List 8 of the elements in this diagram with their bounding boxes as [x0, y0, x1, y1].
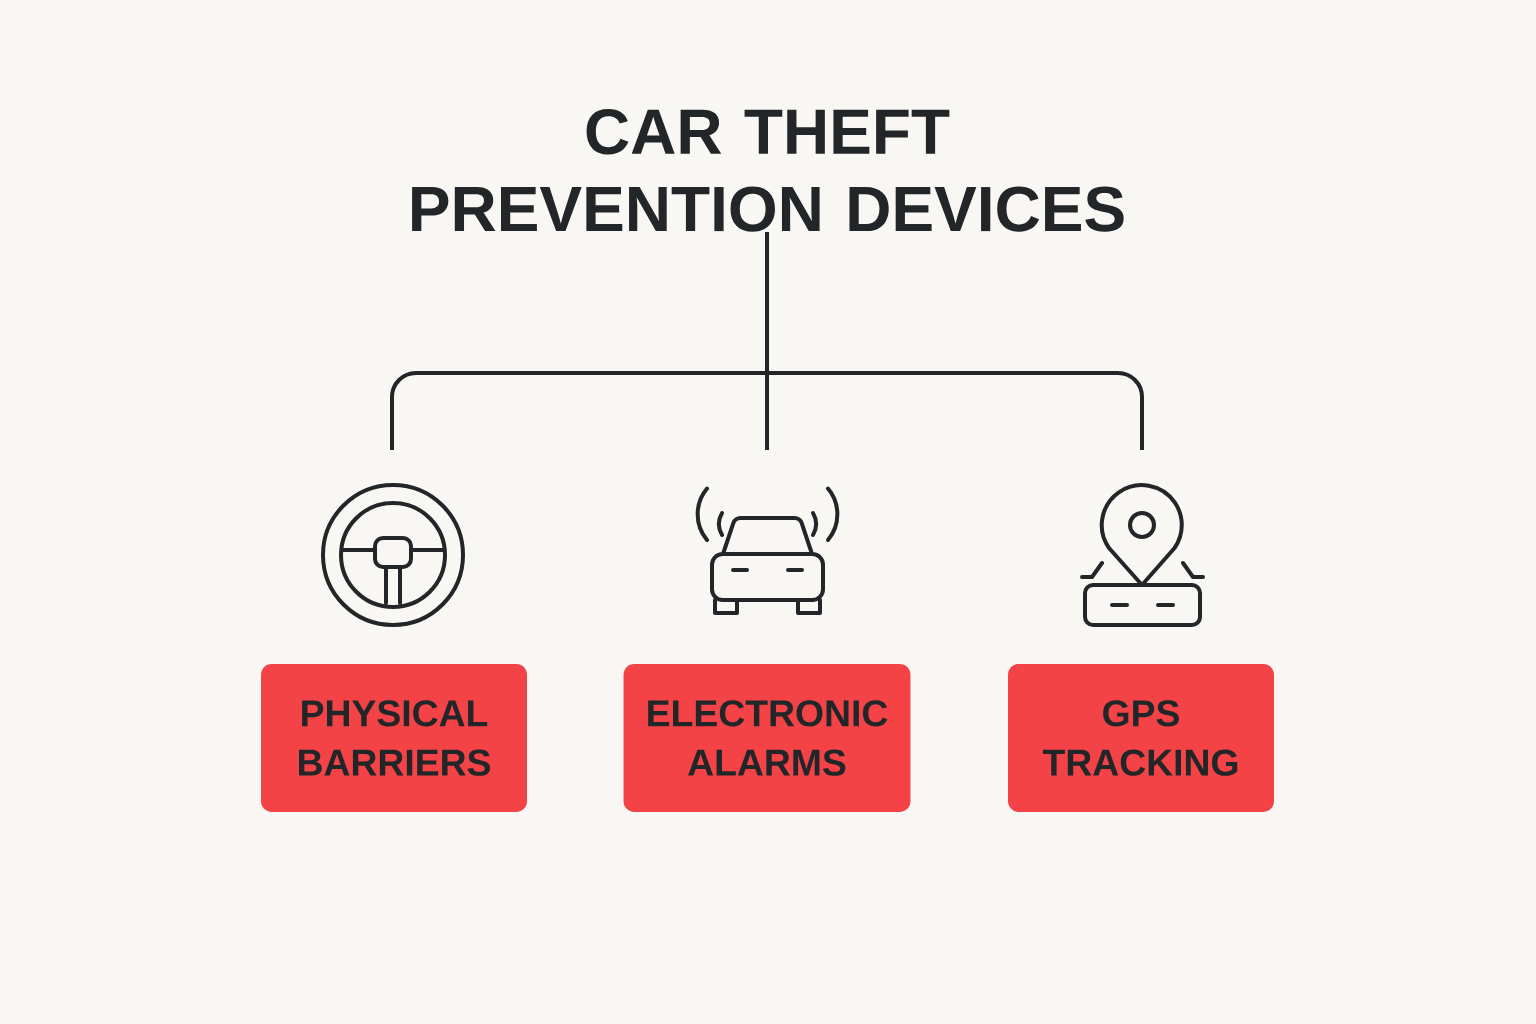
location-pin-car-drawing — [1080, 483, 1205, 627]
category-box: GPS TRACKING — [1008, 664, 1274, 812]
category-box: PHYSICAL BARRIERS — [261, 664, 527, 812]
car-alarm-drawing — [695, 486, 840, 615]
title: CAR THEFT PREVENTION DEVICES — [412, 109, 1124, 232]
category-box: ELECTRONIC ALARMS — [623, 664, 911, 812]
connector-line — [765, 232, 1144, 451]
steering-wheel-drawing — [321, 483, 465, 627]
